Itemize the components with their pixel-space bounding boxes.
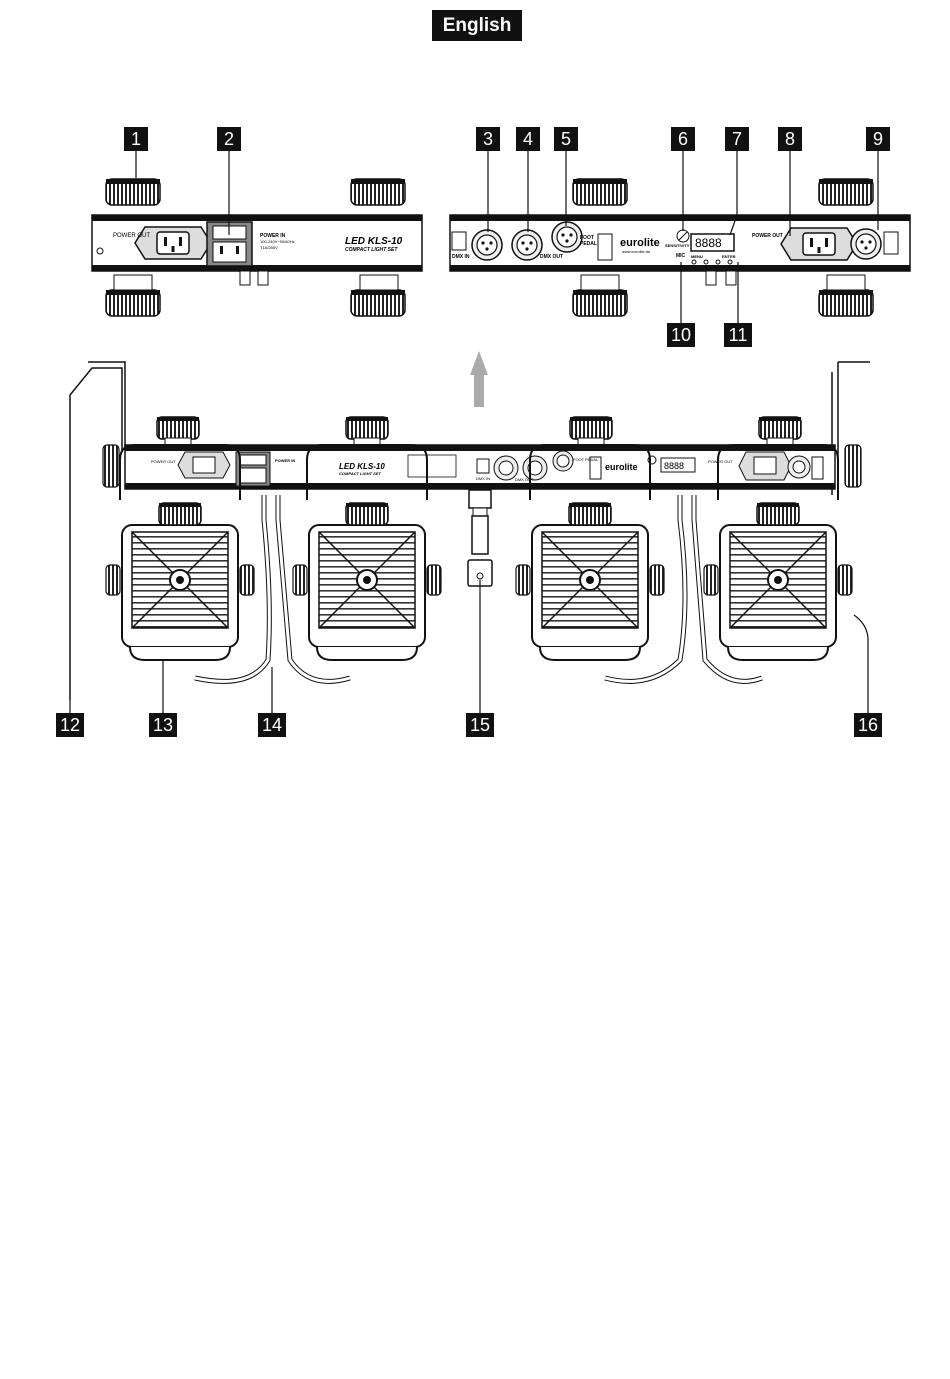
bar-power-out-right-label: POWER OUT — [708, 459, 733, 464]
right-enter-label: ENTER — [722, 254, 736, 259]
left-panel-detail — [91, 178, 423, 317]
bar-power-in-label: POWER IN — [275, 458, 295, 463]
callout-3: 3 — [476, 127, 500, 151]
right-sensitivity-label: SENSITIVITY — [665, 243, 690, 248]
bar-dmx-out-label: DMX OUT — [515, 477, 534, 482]
callout-8: 8 — [778, 127, 802, 151]
bar-eurolite-logo: eurolite — [605, 462, 638, 472]
right-dmx-out-label: DMX OUT — [540, 254, 563, 260]
callout-4: 4 — [516, 127, 540, 151]
left-power-in-spec: 100-240V~50/60Hz — [260, 239, 295, 244]
callout-12: 12 — [56, 713, 84, 737]
left-brand-title: LED KLS-10 — [345, 236, 403, 247]
right-pedal-label: PEDAL — [580, 241, 597, 247]
callout-5: 5 — [554, 127, 578, 151]
callout-13: 13 — [149, 713, 177, 737]
callout-16: 16 — [854, 713, 882, 737]
right-foot-label: FOOT — [580, 235, 594, 241]
up-arrow-icon — [470, 351, 488, 407]
left-brand-sub: COMPACT LIGHT SET — [345, 247, 398, 253]
right-website-label: www.eurolite.de — [622, 249, 651, 254]
callout-6: 6 — [671, 127, 695, 151]
left-fuse-label: T1A/250V — [260, 245, 278, 250]
bar-dmx-in-label: DMX IN — [476, 476, 490, 481]
callout-2: 2 — [217, 127, 241, 151]
right-menu-label: MENU — [691, 254, 703, 259]
callout-11: 11 — [724, 323, 752, 347]
left-power-out-label: POWER OUT — [113, 233, 150, 239]
light-bar-assembly — [69, 361, 870, 700]
left-power-in-label: POWER IN — [260, 233, 286, 239]
bar-brand-sub: COMPACT LIGHT SET — [339, 471, 381, 476]
callout-10: 10 — [667, 323, 695, 347]
right-panel-detail — [449, 178, 911, 317]
right-mic-label: MIC — [676, 253, 686, 259]
right-power-out-label: POWER OUT — [752, 233, 783, 239]
leader-lines-bottom — [69, 580, 869, 713]
bar-power-out-label: POWER OUT — [151, 459, 176, 464]
led-display: 8888 — [695, 236, 722, 250]
bar-led-display: 8888 — [664, 461, 684, 471]
right-dmx-in-label: DMX IN — [452, 254, 470, 260]
bar-brand-title: LED KLS-10 — [339, 462, 385, 471]
callout-7: 7 — [725, 127, 749, 151]
leader-lines-top — [135, 150, 879, 323]
callout-15: 15 — [466, 713, 494, 737]
bar-foot-pedal-label: FOOT PEDAL — [573, 457, 599, 462]
callout-9: 9 — [866, 127, 890, 151]
callout-1: 1 — [124, 127, 148, 151]
callout-14: 14 — [258, 713, 286, 737]
eurolite-logo: eurolite — [620, 237, 660, 249]
language-badge: English — [432, 10, 522, 41]
